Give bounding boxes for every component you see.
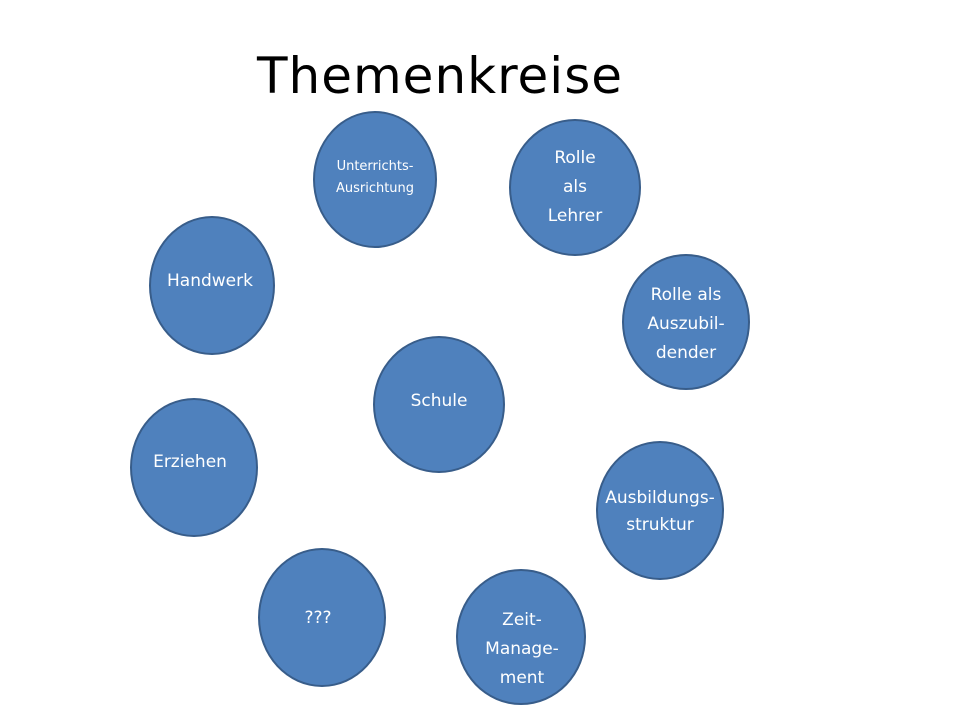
topic-circle-zeit-management[interactable] [456, 569, 586, 705]
topic-label-handwerk: Handwerk [167, 271, 253, 291]
topic-label-ausbildungsstruktur: Ausbildungs- struktur [605, 488, 715, 535]
topic-label-zeit-management: Zeit- Manage- ment [485, 610, 559, 688]
topic-circle-unknown[interactable] [258, 548, 386, 687]
topic-circle-schule[interactable] [373, 336, 505, 473]
topic-circle-rolle-als-auszubildender[interactable] [622, 254, 750, 390]
topic-circle-ausbildungsstruktur[interactable] [596, 441, 724, 580]
topic-label-rolle-als-auszubildender: Rolle als Auszubil- dender [647, 285, 725, 363]
topic-label-erziehen: Erziehen [153, 452, 227, 472]
topic-circle-erziehen[interactable] [130, 398, 258, 537]
topic-label-unknown: ??? [304, 608, 332, 628]
topic-circle-rolle-als-lehrer[interactable] [509, 119, 641, 256]
topic-circle-handwerk[interactable] [149, 216, 275, 355]
page-title: Themenkreise [256, 47, 624, 105]
topic-circle-unterrichts-ausrichtung[interactable] [313, 111, 437, 248]
topic-label-rolle-als-lehrer: Rolle als Lehrer [547, 148, 603, 226]
topic-label-schule: Schule [410, 391, 468, 411]
topic-label-unterrichts-ausrichtung: Unterrichts- Ausrichtung [335, 159, 415, 196]
